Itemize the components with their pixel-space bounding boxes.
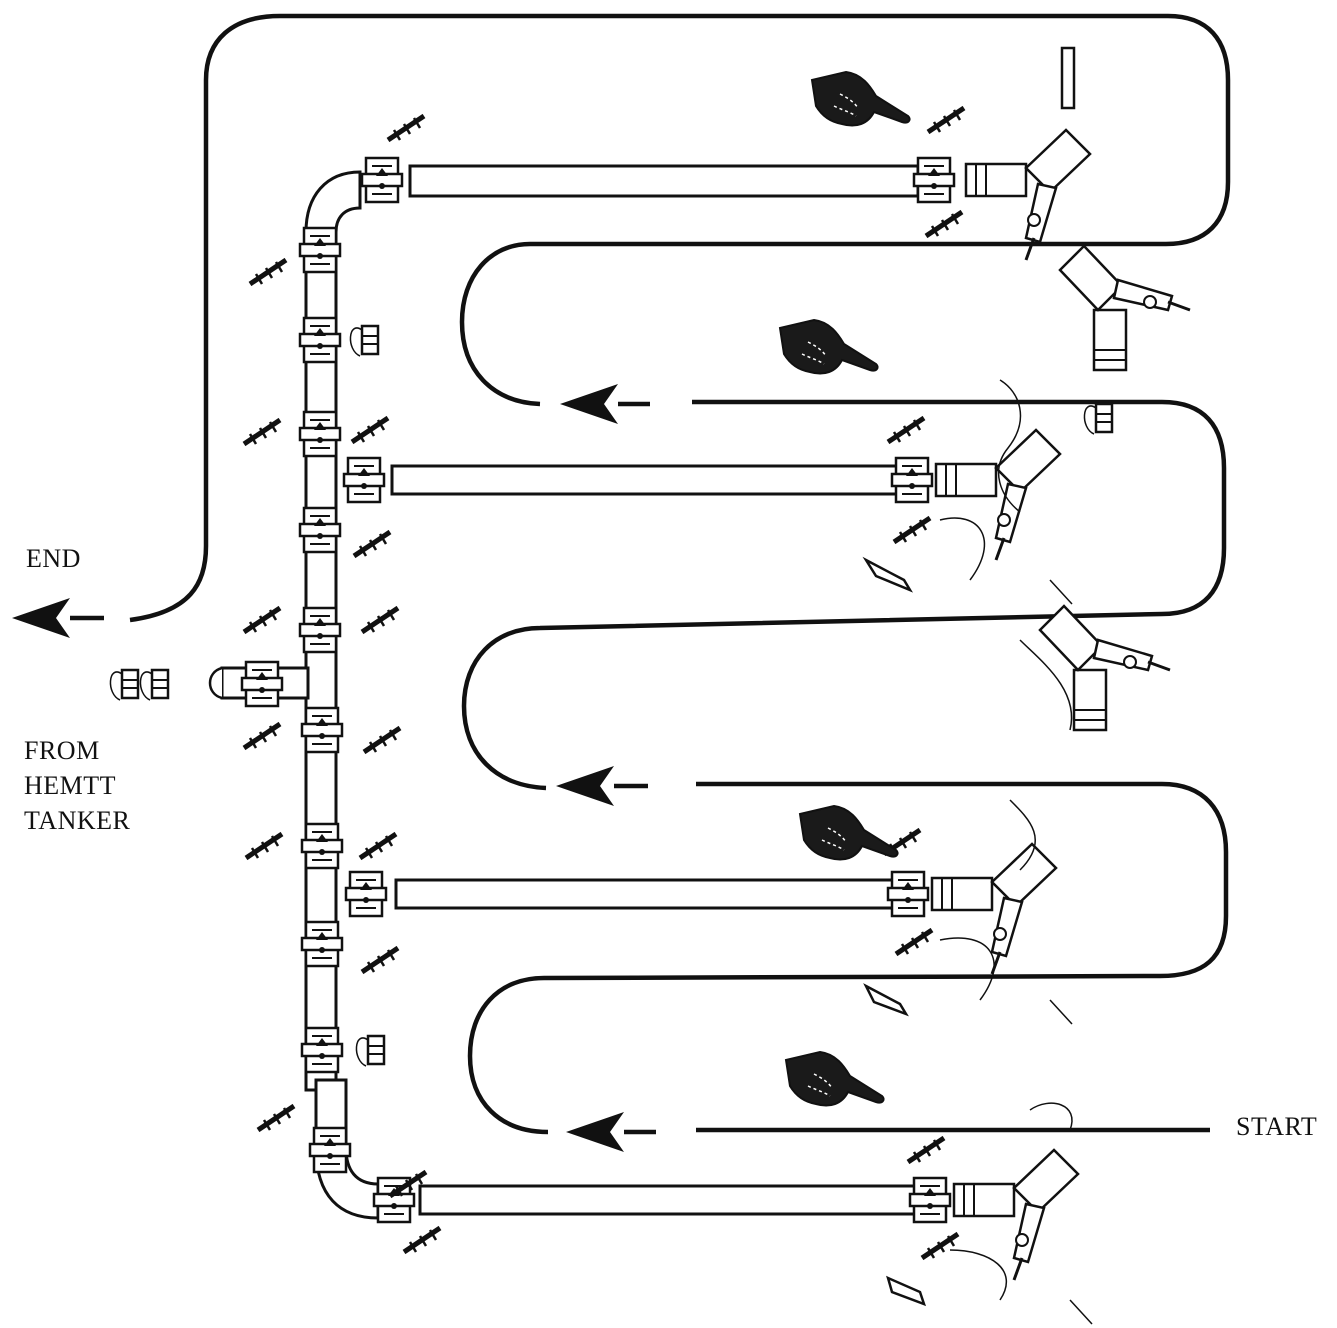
grounding-clamp-icon (258, 1106, 294, 1130)
pointing-hand-icon (779, 319, 879, 375)
from-hemtt-tanker-label: FROM HEMTT TANKER (24, 733, 130, 838)
from-label-line-3: TANKER (24, 806, 131, 835)
start-label: START (1236, 1112, 1318, 1141)
valve-icon (886, 870, 930, 918)
hose-line-3 (394, 878, 896, 910)
valve-icon (912, 156, 956, 204)
nozzle-icon (1058, 244, 1192, 372)
from-label-line-2: HEMTT (24, 771, 117, 800)
grounding-clamp-icon (362, 948, 398, 972)
hose-line-4 (418, 1184, 920, 1216)
nozzle-icon (934, 428, 1062, 562)
grounding-clamp-icon (922, 1234, 958, 1258)
valve-icon (240, 660, 284, 708)
hose-couplings (886, 156, 956, 1224)
dust-cap-icon (349, 324, 380, 358)
nozzle-icon (1038, 604, 1172, 732)
pliers (862, 556, 927, 1307)
grounding-clamp-icon (926, 212, 962, 236)
valve-icon (298, 506, 342, 554)
valve-icon (300, 1026, 344, 1074)
direction-arrow-icon (12, 598, 104, 638)
from-label-line-1: FROM (24, 736, 100, 765)
valve-icon (300, 822, 344, 870)
grounding-clamp-icon (244, 724, 280, 748)
valve-icon (308, 1126, 352, 1174)
grounding-clamp-icon (354, 532, 390, 556)
pointing-hand-icon (799, 805, 899, 861)
nozzle-icon (930, 842, 1058, 976)
grounding-clamp-icon (250, 260, 286, 284)
grounding-clamp-icon (894, 518, 930, 542)
grounding-clamp-icon (888, 418, 924, 442)
standpipe (1060, 46, 1076, 110)
dust-cap-icon (1083, 402, 1114, 436)
dust-cap-icon (355, 1034, 386, 1068)
flow-path (129, 13, 1231, 1135)
nozzle-icon (964, 128, 1092, 262)
static-wires (939, 379, 1093, 1325)
pointing-hand-icon (811, 71, 911, 127)
nozzles (930, 128, 1192, 1282)
grounding-clamp-icon (896, 930, 932, 954)
valve-icon (908, 1176, 952, 1224)
valve-icon (890, 456, 934, 504)
hose-line-1 (408, 164, 920, 198)
valve-icon (344, 870, 388, 918)
valve-icon (298, 410, 342, 458)
grounding-clamp-icon (908, 1138, 944, 1162)
grounding-clamp-icon (388, 116, 424, 140)
grounding-clamp-icon (244, 420, 280, 444)
grounding-clamp-icon (364, 728, 400, 752)
end-label: END (26, 544, 81, 573)
grounding-clamp-icon (362, 608, 398, 632)
direction-arrow-icon (566, 1112, 656, 1152)
direction-arrow-icon (560, 384, 650, 424)
valve-icon (342, 456, 386, 504)
valve-icon (298, 226, 342, 274)
dust-cap-icon (139, 668, 170, 702)
valve-icon (360, 156, 404, 204)
pointing-hand-icon (785, 1051, 885, 1107)
grounding-clamp-icon (244, 608, 280, 632)
valve-icon (298, 316, 342, 364)
dust-cap-icon (109, 668, 140, 702)
grounding-clamp-icon (360, 834, 396, 858)
grounding-clamp-icon (404, 1228, 440, 1252)
valve-icon (300, 706, 344, 754)
valve-icon (298, 606, 342, 654)
direction-arrow-icon (556, 766, 648, 806)
grounding-clamp-icon (246, 834, 282, 858)
grounding-clamp-icon (352, 418, 388, 442)
grounding-clamp-icon (928, 108, 964, 132)
valve-icon (300, 920, 344, 968)
hose-line-2 (390, 464, 900, 496)
nozzle-icon (952, 1148, 1080, 1282)
